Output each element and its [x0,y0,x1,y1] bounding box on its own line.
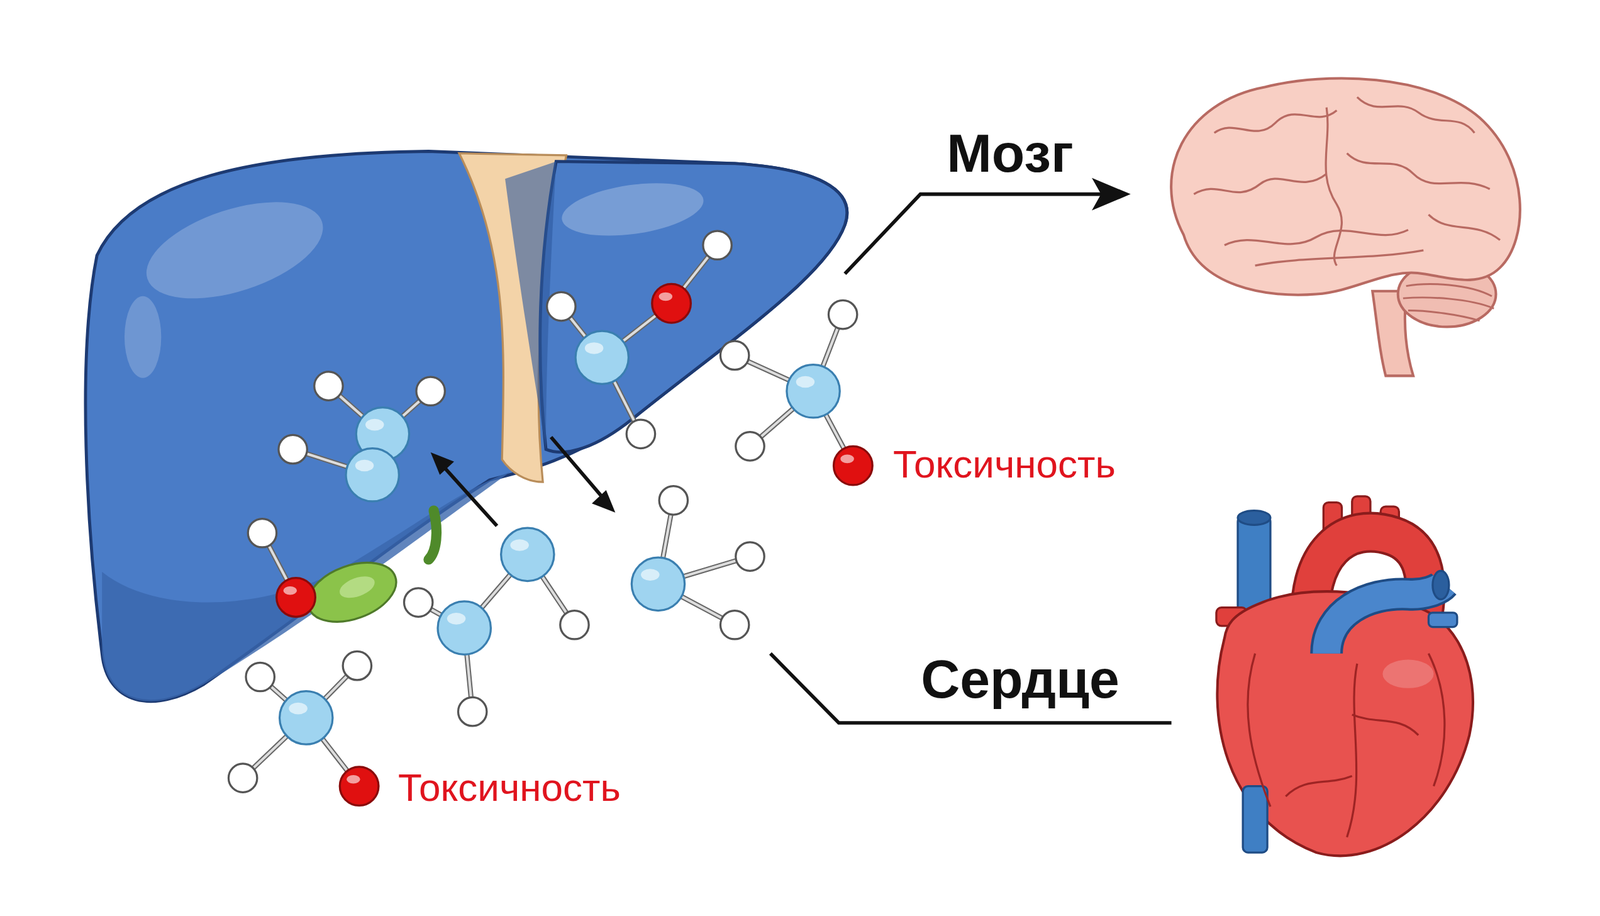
atom-highlight [447,612,467,625]
heart-part-part [1352,714,1419,735]
toxicity-label: Токсичность [398,764,621,810]
atom [547,291,576,321]
atom [276,577,316,617]
atom [345,448,399,502]
brain-part-part [1193,173,1327,194]
liver-part [558,175,707,245]
molecule [720,300,873,485]
atom [626,419,655,448]
atom-highlight [283,586,297,595]
brain-part-part [1325,107,1342,266]
heart-part [1237,510,1271,526]
atom [228,763,257,792]
atom-highlight [840,454,855,464]
liver [85,150,848,701]
atom [457,696,487,726]
liver-part [540,161,848,453]
atom [245,662,275,691]
brain-part [1171,77,1521,295]
brain-part [1193,96,1500,266]
heart [1216,496,1473,856]
atom [501,527,555,581]
liver-part [134,183,335,318]
atom-highlight [365,418,385,431]
molecule [278,371,445,502]
atom-highlight [796,376,816,389]
atom [735,542,765,571]
atom-highlight [640,568,660,581]
brain-part [1403,284,1494,321]
heart-part [1382,659,1434,688]
atom [403,588,433,617]
leader-lines-part [844,194,1107,275]
atom [560,610,589,639]
toxicity-label: Токсичность [893,441,1116,487]
atom-highlight [510,538,529,551]
brain-part-part [1357,96,1475,133]
molecule [228,650,379,806]
atom [416,376,445,406]
flow-arrows-part [591,489,616,513]
atom-highlight [346,774,361,784]
atom [575,330,629,384]
atom [342,650,372,680]
molecule [247,518,316,617]
brain-part-part [1347,153,1490,190]
leader-lines-part [1091,177,1131,211]
brain-part-part [1224,229,1409,245]
flow-arrows [430,437,616,526]
heart-part-part [1347,663,1358,838]
atom-highlight [584,342,604,355]
heart-part-part [1285,775,1352,796]
atom [659,486,688,515]
liver-part [124,296,162,378]
molecules [228,230,873,806]
heart-part [1432,570,1450,599]
atom [631,557,685,611]
atom [652,283,692,323]
flow-arrows-part [440,463,497,526]
atom [339,766,379,806]
atom [786,364,840,418]
liver-part [336,572,378,602]
liver-part [85,150,848,701]
atom [720,610,749,639]
atom [279,691,333,745]
atom [437,601,491,655]
atom [833,445,873,485]
liver-part [428,510,437,560]
organ-label: Мозг [946,122,1074,185]
heart-part [1326,583,1445,653]
heart-part [1247,653,1445,838]
heart-part-part [1247,653,1271,807]
atom-highlight [659,292,673,302]
molecule [403,527,589,726]
leader-lines [770,177,1172,723]
liver-part [101,471,511,702]
atom [247,518,277,548]
heart-part [1428,612,1457,628]
atom [278,434,307,463]
heart-part [1326,583,1445,653]
flow-arrows-part [430,452,455,475]
brain-part-part [1255,250,1424,266]
atom-highlight [355,459,375,472]
flow-arrows-part [550,437,606,501]
brain [1171,77,1521,376]
atom [703,230,732,260]
organ-label: Сердце [920,647,1120,711]
molecule [631,486,765,639]
atom-highlight [288,702,308,715]
heart-part [1242,786,1268,853]
atom [735,432,765,461]
atom [828,300,857,329]
molecule [547,230,733,449]
atom [720,340,749,370]
brain-part-part [1214,110,1338,134]
brain-part-part [1428,214,1500,241]
atom [314,371,343,400]
